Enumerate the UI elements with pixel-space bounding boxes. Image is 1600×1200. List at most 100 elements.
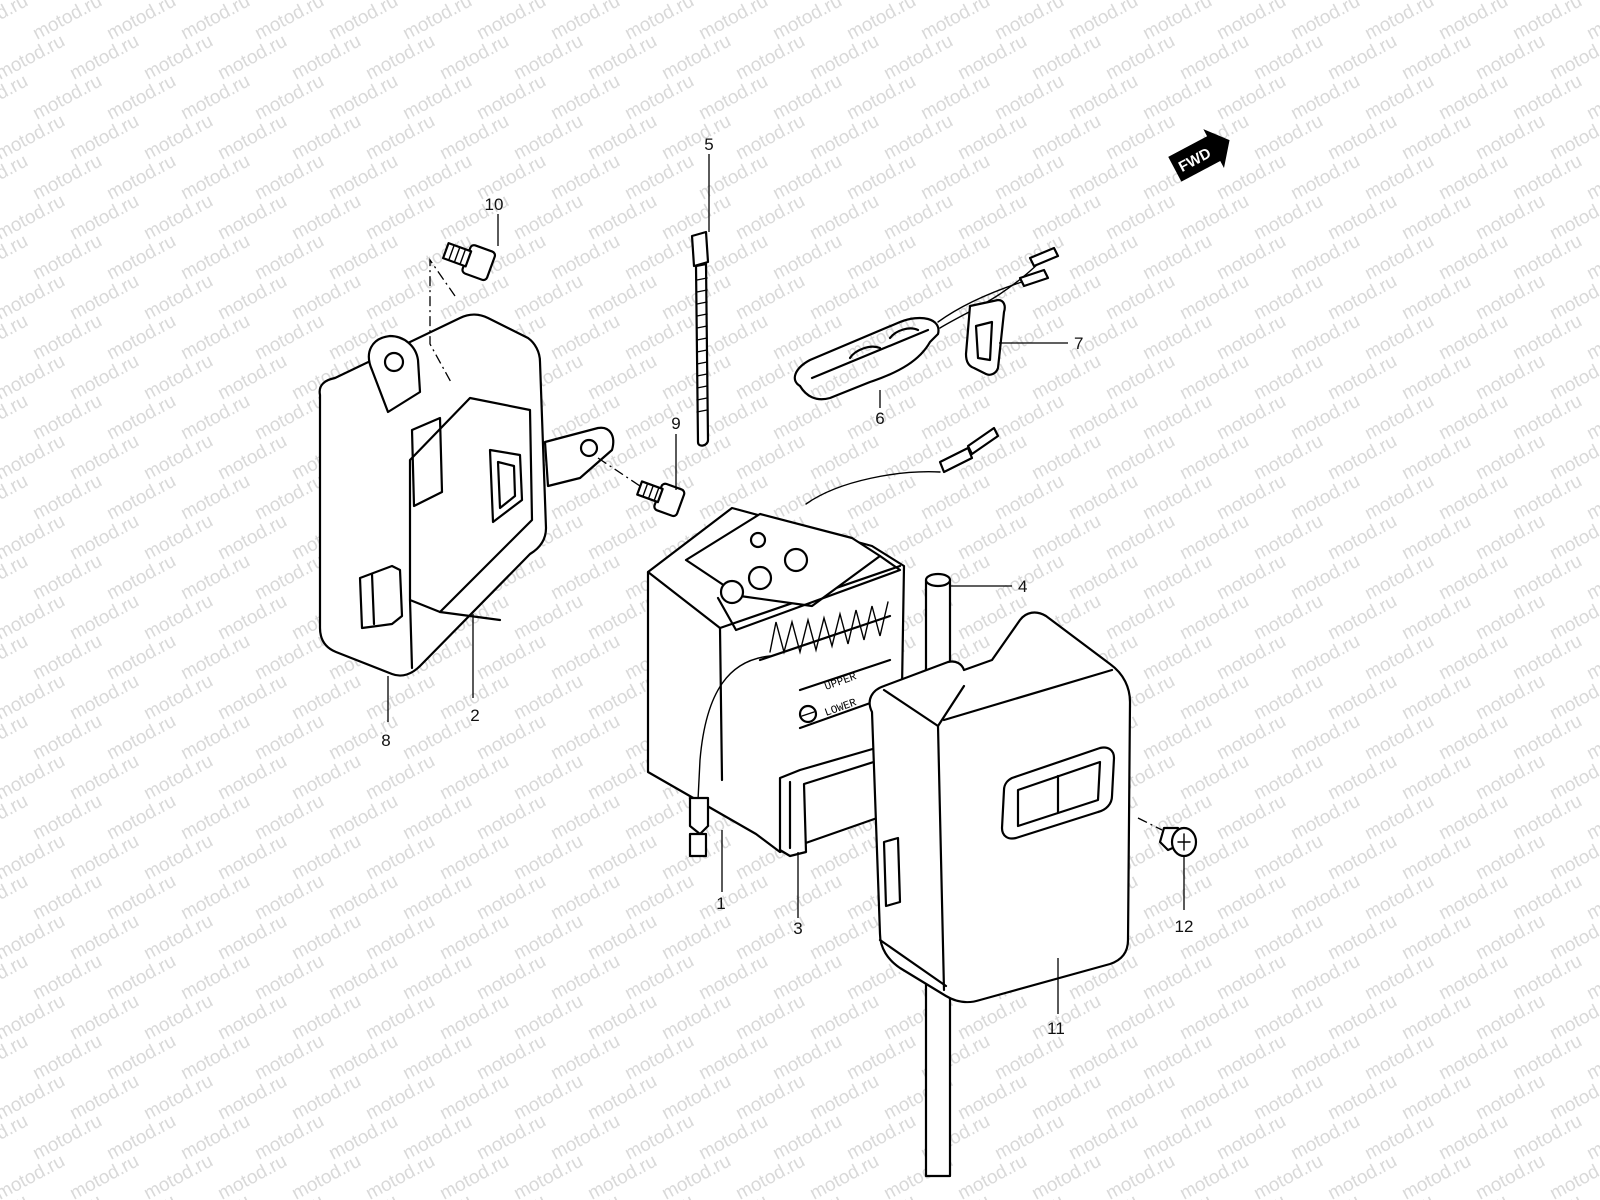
- watermark-text: motod.ru: [1398, 751, 1474, 805]
- watermark-text: motod.ru: [769, 71, 845, 125]
- watermark-text: motod.ru: [1509, 151, 1585, 205]
- watermark-text: motod.ru: [1361, 391, 1437, 445]
- watermark-text: motod.ru: [1509, 951, 1585, 1005]
- watermark-text: motod.ru: [214, 351, 290, 405]
- watermark-text: motod.ru: [769, 151, 845, 205]
- watermark-text: motod.ru: [177, 71, 253, 125]
- watermark-text: motod.ru: [547, 151, 623, 205]
- watermark-text: motod.ru: [177, 631, 253, 685]
- watermark-text: motod.ru: [1139, 1111, 1215, 1165]
- watermark-text: motod.ru: [1028, 111, 1104, 165]
- watermark-text: motod.ru: [0, 1111, 32, 1165]
- watermark-text: motod.ru: [1250, 31, 1326, 85]
- watermark-text: motod.ru: [288, 111, 364, 165]
- watermark-text: motod.ru: [1324, 911, 1400, 965]
- watermark-text: motod.ru: [547, 1031, 623, 1085]
- watermark-text: motod.ru: [1176, 991, 1252, 1045]
- watermark-text: motod.ru: [1250, 671, 1326, 725]
- callout-5: 5: [704, 135, 713, 154]
- watermark-text: motod.ru: [66, 31, 142, 85]
- watermark-text: motod.ru: [1324, 271, 1400, 325]
- watermark-text: motod.ru: [621, 231, 697, 285]
- watermark-text: motod.ru: [1065, 1031, 1141, 1085]
- watermark-text: motod.ru: [177, 551, 253, 605]
- watermark-text: motod.ru: [0, 71, 32, 125]
- watermark-text: motod.ru: [1398, 831, 1474, 885]
- watermark-text: motod.ru: [1509, 1031, 1585, 1085]
- watermark-text: motod.ru: [103, 391, 179, 445]
- watermark-text: motod.ru: [1583, 391, 1600, 445]
- watermark-text: motod.ru: [1213, 231, 1289, 285]
- watermark-text: motod.ru: [1250, 1151, 1326, 1200]
- watermark-text: motod.ru: [1287, 871, 1363, 925]
- watermark-text: motod.ru: [103, 551, 179, 605]
- watermark-text: motod.ru: [140, 991, 216, 1045]
- watermark-text: motod.ru: [1583, 231, 1600, 285]
- watermark-text: motod.ru: [325, 0, 401, 44]
- watermark-text: motod.ru: [251, 71, 327, 125]
- watermark-text: motod.ru: [103, 631, 179, 685]
- watermark-text: motod.ru: [658, 911, 734, 965]
- watermark-text: motod.ru: [806, 271, 882, 325]
- watermark-text: motod.ru: [29, 951, 105, 1005]
- watermark-text: motod.ru: [103, 71, 179, 125]
- watermark-text: motod.ru: [214, 991, 290, 1045]
- watermark-text: motod.ru: [1287, 311, 1363, 365]
- watermark-text: motod.ru: [880, 431, 956, 485]
- watermark-text: motod.ru: [1250, 911, 1326, 965]
- watermark-text: motod.ru: [0, 151, 32, 205]
- watermark-text: motod.ru: [0, 791, 32, 845]
- watermark-text: motod.ru: [251, 391, 327, 445]
- watermark-text: motod.ru: [1102, 591, 1178, 645]
- watermark-text: motod.ru: [0, 951, 32, 1005]
- watermark-text: motod.ru: [251, 1031, 327, 1085]
- watermark-text: motod.ru: [177, 471, 253, 525]
- watermark-text: motod.ru: [991, 0, 1067, 44]
- watermark-text: motod.ru: [806, 31, 882, 85]
- watermark-text: motod.ru: [1250, 511, 1326, 565]
- watermark-text: motod.ru: [991, 1031, 1067, 1085]
- watermark-text: motod.ru: [103, 151, 179, 205]
- watermark-text: motod.ru: [1435, 1031, 1511, 1085]
- watermark-text: motod.ru: [584, 831, 660, 885]
- watermark-text: motod.ru: [1509, 791, 1585, 845]
- watermark-text: motod.ru: [436, 911, 512, 965]
- watermark-text: motod.ru: [103, 711, 179, 765]
- cable-tie-5: [690, 230, 710, 447]
- watermark-text: motod.ru: [1250, 1071, 1326, 1125]
- watermark-text: motod.ru: [1213, 551, 1289, 605]
- watermark-text: motod.ru: [510, 591, 586, 645]
- watermark-text: motod.ru: [584, 911, 660, 965]
- watermark-text: motod.ru: [1102, 31, 1178, 85]
- watermark-text: motod.ru: [1398, 1071, 1474, 1125]
- watermark-text: motod.ru: [177, 711, 253, 765]
- callout-3: 3: [793, 919, 802, 938]
- watermark-text: motod.ru: [1361, 551, 1437, 605]
- watermark-text: motod.ru: [1250, 431, 1326, 485]
- watermark-text: motod.ru: [917, 231, 993, 285]
- watermark-text: motod.ru: [1213, 951, 1289, 1005]
- watermark-text: motod.ru: [325, 871, 401, 925]
- watermark-text: motod.ru: [1435, 0, 1511, 44]
- watermark-text: motod.ru: [769, 871, 845, 925]
- watermark-text: motod.ru: [1287, 711, 1363, 765]
- watermark-text: motod.ru: [362, 1071, 438, 1125]
- watermark-text: motod.ru: [1361, 311, 1437, 365]
- watermark-text: motod.ru: [177, 871, 253, 925]
- watermark-text: motod.ru: [695, 1031, 771, 1085]
- watermark-text: motod.ru: [954, 31, 1030, 85]
- watermark-text: motod.ru: [584, 111, 660, 165]
- watermark-text: motod.ru: [1324, 351, 1400, 405]
- watermark-text: motod.ru: [1324, 831, 1400, 885]
- watermark-text: motod.ru: [214, 271, 290, 325]
- watermark-text: motod.ru: [473, 1031, 549, 1085]
- watermark-text: motod.ru: [1398, 991, 1474, 1045]
- watermark-text: motod.ru: [1509, 551, 1585, 605]
- watermark-text: motod.ru: [843, 71, 919, 125]
- watermark-text: motod.ru: [399, 71, 475, 125]
- watermark-text: motod.ru: [769, 1031, 845, 1085]
- watermark-text: motod.ru: [1361, 631, 1437, 685]
- watermark-text: motod.ru: [103, 951, 179, 1005]
- watermark-text: motod.ru: [66, 111, 142, 165]
- watermark-text: motod.ru: [1435, 1191, 1511, 1200]
